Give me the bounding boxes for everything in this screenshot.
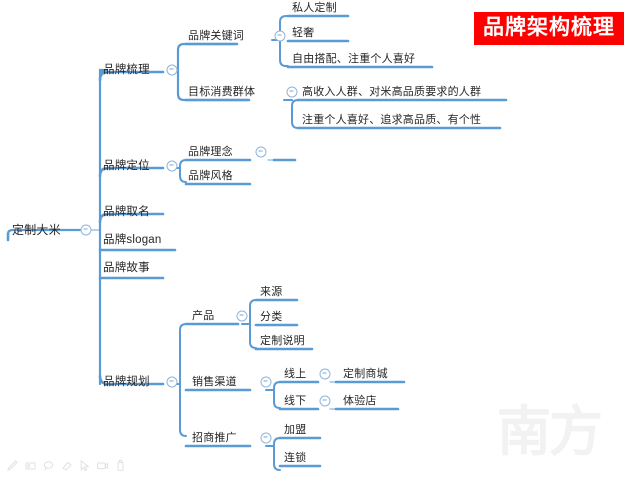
collapse-toggle-icon[interactable] <box>260 432 272 444</box>
annotation-toolbar[interactable] <box>6 459 127 472</box>
mindmap-node-dingzhi-shuoming[interactable]: 定制说明 <box>260 335 305 347</box>
collapse-toggle-icon[interactable] <box>80 224 92 236</box>
collapse-toggle-icon[interactable] <box>166 376 178 388</box>
lasso-icon[interactable] <box>42 459 55 472</box>
collapse-toggle-icon[interactable] <box>274 30 286 42</box>
mindmap-node-pinpai-gushi[interactable]: 品牌故事 <box>103 262 150 274</box>
mindmap-node-xianshang[interactable]: 线上 <box>284 368 307 380</box>
mindmap-node-fenlei[interactable]: 分类 <box>260 311 283 323</box>
eraser-icon[interactable] <box>60 459 73 472</box>
mindmap-node-laiyuan[interactable]: 来源 <box>260 286 283 298</box>
watermark-text: 南方 <box>497 399 603 463</box>
mindmap-node-pinpai-guihua[interactable]: 品牌规划 <box>103 376 150 388</box>
mindmap-node-pinpai-shuli[interactable]: 品牌梳理 <box>103 64 150 76</box>
mindmap-node-tiyandian[interactable]: 体验店 <box>343 395 377 407</box>
mindmap-node-xianxia[interactable]: 线下 <box>284 395 307 407</box>
collapse-toggle-icon[interactable] <box>319 395 331 407</box>
camera-icon[interactable] <box>96 459 109 472</box>
collapse-toggle-icon[interactable] <box>166 160 178 172</box>
collapse-toggle-icon[interactable] <box>166 64 178 76</box>
mindmap-node-xiaoshou-qudao[interactable]: 销售渠道 <box>192 376 237 388</box>
mindmap-node-liansuo[interactable]: 连锁 <box>284 452 307 464</box>
mindmap-node-pinpai-slogan[interactable]: 品牌slogan <box>103 234 162 246</box>
pen-icon[interactable] <box>6 459 19 472</box>
mindmap-node-qingshe[interactable]: 轻奢 <box>292 27 315 39</box>
mindmap-node-dingzhi-shangcheng[interactable]: 定制商城 <box>343 368 388 380</box>
cursor-icon[interactable] <box>78 459 91 472</box>
mindmap-node-root[interactable]: 定制大米 <box>12 223 61 237</box>
marker-icon[interactable] <box>24 459 37 472</box>
collapse-toggle-icon[interactable] <box>286 86 298 98</box>
mindmap-node-chanpin[interactable]: 产品 <box>192 310 215 322</box>
collapse-toggle-icon[interactable] <box>260 376 272 388</box>
spray-icon[interactable] <box>114 459 127 472</box>
collapse-toggle-icon[interactable] <box>319 368 331 380</box>
mindmap-node-mubiao-xiaofei-qunti[interactable]: 目标消费群体 <box>188 86 256 98</box>
mindmap-node-zhuzhong-xihao[interactable]: 注重个人喜好、追求高品质、有个性 <box>302 114 482 126</box>
page-title: 品牌架构梳理 <box>474 12 624 45</box>
mindmap-node-ziyou-dapei[interactable]: 自由搭配、注重个人喜好 <box>292 53 416 65</box>
mindmap-node-zhaoshang-tuiguang[interactable]: 招商推广 <box>192 432 237 444</box>
mindmap-node-gaoshouru-renqun[interactable]: 高收入人群、对米高品质要求的人群 <box>302 86 482 98</box>
collapse-toggle-icon[interactable] <box>236 310 248 322</box>
mindmap-node-pinpai-quming[interactable]: 品牌取名 <box>103 206 150 218</box>
mindmap-node-pinpai-guanjianci[interactable]: 品牌关键词 <box>188 30 244 42</box>
collapse-toggle-icon[interactable] <box>255 146 267 158</box>
mindmap-node-jiameng[interactable]: 加盟 <box>284 424 307 436</box>
mindmap-node-pinpai-linian[interactable]: 品牌理念 <box>188 146 233 158</box>
mindmap-node-pinpai-dingwei[interactable]: 品牌定位 <box>103 160 150 172</box>
mindmap-node-pinpai-fengge[interactable]: 品牌风格 <box>188 170 233 182</box>
watermark: 南方+ <box>497 393 617 471</box>
mindmap-node-siren-dingzhi[interactable]: 私人定制 <box>292 2 337 14</box>
